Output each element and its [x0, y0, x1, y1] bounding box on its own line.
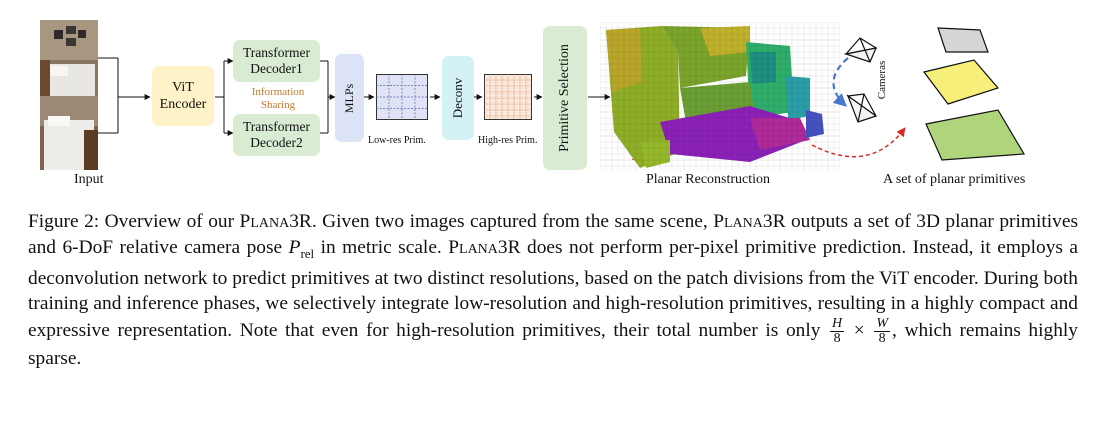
- decoder2-line2: Decoder2: [250, 135, 303, 150]
- planar-primitives-image: [922, 27, 1026, 161]
- input-label: Input: [74, 172, 104, 187]
- input-image-top: [40, 20, 98, 96]
- information-sharing-label: Information Sharing: [251, 86, 305, 111]
- decoder2-line1: Transformer: [243, 119, 310, 134]
- transformer-decoder1-block: Transformer Decoder1: [233, 40, 320, 82]
- connector-lines: [98, 57, 906, 161]
- mlps-block: MLPs: [335, 54, 364, 142]
- deconv-label: Deconv: [450, 77, 465, 119]
- input-image-bottom: [40, 96, 98, 170]
- method-name: Plana3R: [713, 211, 786, 232]
- high-res-primitive-grid: [484, 74, 532, 120]
- figure: Input: [0, 0, 1107, 200]
- transformer-decoder2-block: Transformer Decoder2: [233, 114, 320, 156]
- vit-line1: ViT: [172, 80, 194, 95]
- method-name: Plana3R: [448, 236, 521, 258]
- high-res-label: High-res Prim.: [478, 135, 538, 146]
- decoder1-line1: Transformer: [243, 45, 310, 60]
- primitive-selection-block: Primitive Selection: [543, 26, 587, 170]
- primitive-selection-label: Primitive Selection: [557, 44, 572, 152]
- figure-caption: Figure 2: Overview of our Plana3R. Given…: [28, 211, 1079, 369]
- planar-primitives-label: A set of planar primitives: [883, 172, 1026, 187]
- deconv-block: Deconv: [442, 56, 474, 140]
- vit-line2: Encoder: [159, 97, 207, 112]
- method-name: Plana3R: [239, 211, 312, 232]
- vit-encoder-block: ViT Encoder: [152, 66, 214, 126]
- pose-symbol: P: [288, 236, 301, 258]
- decoder1-line2: Decoder1: [250, 61, 303, 76]
- low-res-primitive-grid: [376, 74, 428, 120]
- mlps-label: MLPs: [342, 83, 356, 113]
- camera-icon: [843, 37, 878, 63]
- planar-reconstruction-label: Planar Reconstruction: [646, 172, 771, 187]
- camera-icon: [846, 93, 878, 123]
- planar-reconstruction-image: [600, 22, 840, 170]
- low-res-label: Low-res Prim.: [368, 135, 426, 146]
- cameras-label: Cameras: [876, 60, 888, 100]
